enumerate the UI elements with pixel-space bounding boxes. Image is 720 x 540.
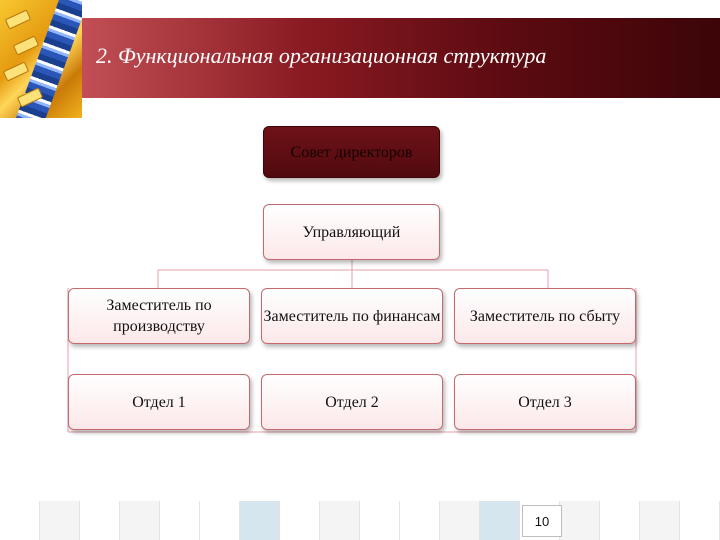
deputy-production-box: Заместитель по производству [68,288,250,344]
department-2-box: Отдел 2 [261,374,443,430]
header-decorative-image [0,0,82,118]
board-of-directors-box: Совет директоров [263,126,440,178]
slide-title: 2. Функциональная организационная структ… [96,43,547,68]
deputy-sales-box: Заместитель по сбыту [454,288,636,344]
deputy-finance-box: Заместитель по финансам [261,288,443,344]
title-banner [82,18,720,98]
department-3-box: Отдел 3 [454,374,636,430]
manager-box: Управляющий [263,204,440,260]
footer-strip [0,501,720,540]
department-1-box: Отдел 1 [68,374,250,430]
page-number: 10 [522,505,562,537]
